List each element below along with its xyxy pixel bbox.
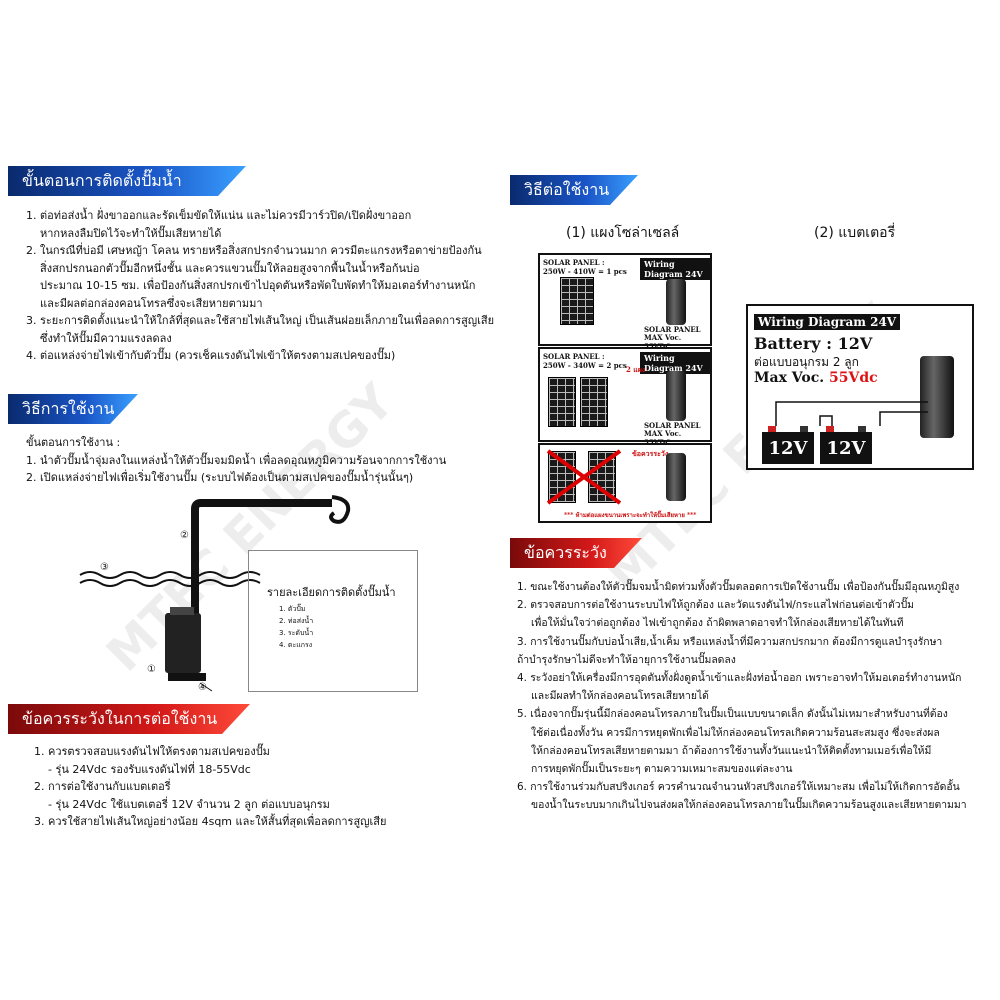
caution-list: 1. ขณะใช้งานต้องให้ตัวปั๊มจมน้ำมิดท่วมทั… bbox=[517, 578, 967, 815]
pump-image bbox=[920, 356, 954, 438]
list-item: 3. ระยะการติดตั้งแนะนำให้ใกล้ที่สุดและใช… bbox=[26, 314, 495, 327]
marker-4: ④ bbox=[198, 682, 207, 693]
solar-panel-image bbox=[548, 377, 576, 427]
solar-panel-image bbox=[588, 451, 616, 503]
list-item: 5. เนื่องจากปั๊มรุ่นนี้มีกล่องคอนโทรลภาย… bbox=[517, 708, 948, 721]
list-item: 3. ควรใช้สายไฟเส้นใหญ่อย่างน้อย 4sqm และ… bbox=[34, 815, 387, 828]
caution-heading: ข้อควรระวัง bbox=[510, 538, 642, 568]
battery-wiring-lines bbox=[775, 401, 928, 426]
connect-heading: วิธีต่อใช้งาน bbox=[510, 175, 638, 205]
list-item: 6. การใช้งานร่วมกับสปริงเกอร์ ควรคำนวณจำ… bbox=[517, 781, 960, 794]
panel-count-note: 2 แผง bbox=[626, 365, 646, 374]
usage-heading-label: วิธีการใช้งาน bbox=[22, 399, 115, 418]
marker-1: ① bbox=[147, 664, 156, 675]
list-item: 1. ต่อท่อส่งน้ำ ฝั่งขาออกและรัดเข็มขัดให… bbox=[26, 209, 412, 222]
list-item: หากหลงลืมปิดไว้จะทำให้ปั๊มเสียหายได้ bbox=[40, 226, 222, 240]
list-item: ประมาณ 10-15 ซม. เพื่อป้องกันสิ่งสกปรกเข… bbox=[40, 279, 476, 292]
pump-image bbox=[666, 371, 686, 421]
cross-mark-icon bbox=[546, 449, 622, 505]
list-item: 4. ตะแกรง bbox=[279, 641, 313, 649]
marker-3: ③ bbox=[100, 562, 109, 573]
battery-wiring-panel: Wiring Diagram 24V Battery : 12V ต่อแบบอ… bbox=[746, 304, 974, 470]
connect-caution-heading: ข้อควรระวังในการต่อใช้งาน bbox=[8, 704, 250, 734]
list-item: และมีผลทำให้กล่องคอนโทรลเสียหายได้ bbox=[531, 690, 709, 703]
install-heading-label: ขั้นตอนการติดตั้งปั๊มน้ำ bbox=[22, 171, 182, 190]
warning-footer: *** ห้ามต่อแผงขนานเพราะจะทำให้ปั๊มเสียหา… bbox=[564, 512, 697, 519]
list-item: ใช้ต่อเนื่องทั้งวัน ควรมีการหยุดพักเพื่อ… bbox=[531, 726, 940, 739]
max-voc-caption: MAX Voc. 55VDC bbox=[644, 429, 682, 447]
max-voc-value: 55Vdc bbox=[828, 370, 878, 386]
solar-spec: 250W - 340W = 2 pcs bbox=[543, 361, 627, 370]
solar-panel-caption: SOLAR PANEL bbox=[644, 421, 701, 430]
battery-image: 12V bbox=[820, 426, 872, 464]
list-item: ของน้ำในระบบมากเกินไปจนส่งผลให้กล่องคอนโ… bbox=[531, 799, 967, 812]
list-item: การหยุดพักปั๊มเป็นระยะๆ ตามความเหมาะสมขอ… bbox=[531, 763, 793, 776]
list-item: สิ่งสกปรกนอกตัวปั๊มอีกหนึ่งชั้น และควรแข… bbox=[40, 261, 420, 275]
list-item: ซึ่งทำให้ปั๊มมีความแรงลดลง bbox=[40, 331, 172, 345]
list-item: เพื่อให้มั่นใจว่าต่อถูกต้อง ไฟเข้าถูกต้อ… bbox=[531, 617, 904, 630]
caution-heading-label: ข้อควรระวัง bbox=[524, 543, 607, 562]
max-voc-label: Max Voc. bbox=[754, 370, 825, 386]
solar-wiring-panel-1: SOLAR PANEL : 250W - 410W = 1 pcs Wiring… bbox=[538, 253, 712, 351]
list-item: 2. ตรวจสอบการต่อใช้งานระบบไฟให้ถูกต้อง แ… bbox=[517, 599, 915, 612]
installation-illustration bbox=[79, 495, 351, 692]
battery-column-title: (2) แบตเตอรี่ bbox=[814, 225, 896, 241]
list-item: 1. นำตัวปั๊มน้ำจุ่มลงในแหล่งน้ำให้ตัวปั๊… bbox=[26, 453, 447, 467]
list-item: 2. เปิดแหล่งจ่ายไฟเพื่อเริ่มใช้งานปั๊ม (… bbox=[26, 471, 414, 484]
list-item: - รุ่น 24Vdc ใช้แบตเตอรี่ 12V จำนวน 2 ลู… bbox=[48, 797, 330, 811]
solar-column-title: (1) แผงโซล่าเซลล์ bbox=[566, 225, 680, 241]
legend-title: รายละเอียดการติดตั้งปั๊มน้ำ bbox=[267, 586, 396, 599]
list-item: และมีผลต่อกล่องคอนโทรลซึ่งจะเสียหายตามมา bbox=[40, 296, 263, 310]
pump-image bbox=[666, 453, 686, 501]
usage-heading: วิธีการใช้งาน bbox=[8, 394, 138, 424]
list-item: ขั้นตอนการใช้งาน : bbox=[26, 436, 121, 449]
solar-label: SOLAR PANEL : bbox=[543, 258, 605, 267]
list-item: 1. ขณะใช้งานต้องให้ตัวปั๊มจมน้ำมิดท่วมทั… bbox=[517, 581, 960, 593]
solar-panel-image bbox=[560, 277, 594, 325]
legend-items: 1. ตัวปั๊ม 2. ท่อส่งน้ำ 3. ระดับน้ำ 4. ต… bbox=[279, 603, 313, 651]
list-item: 3. ระดับน้ำ bbox=[279, 629, 314, 637]
install-steps: 1. ต่อท่อส่งน้ำ ฝั่งขาออกและรัดเข็มขัดให… bbox=[26, 207, 494, 365]
solar-label: SOLAR PANEL : bbox=[543, 352, 605, 361]
series-note: ต่อแบบอนุกรม 2 ลูก bbox=[754, 355, 859, 369]
install-heading: ขั้นตอนการติดตั้งปั๊มน้ำ bbox=[8, 166, 246, 196]
wiring-diagram-label: Wiring Diagram 24V bbox=[754, 314, 901, 330]
max-voc-caption: MAX Voc. 55VDC bbox=[644, 333, 682, 351]
marker-2: ② bbox=[180, 530, 189, 541]
wiring-diagram-label: Wiring Diagram 24V bbox=[640, 352, 710, 374]
solar-panel-image bbox=[580, 377, 608, 427]
list-item: ถ้าบำรุงรักษาไม่ดีจะทำให้อายุการใช้งานปั… bbox=[517, 653, 736, 666]
max-voc: Max Voc. 55Vdc bbox=[754, 370, 878, 386]
solar-panel-caption: SOLAR PANEL bbox=[644, 325, 701, 334]
solar-spec: 250W - 410W = 1 pcs bbox=[543, 267, 627, 276]
solar-wiring-panel-2: SOLAR PANEL : 250W - 340W = 2 pcs Wiring… bbox=[538, 347, 712, 447]
list-item: ให้กล่องคอนโทรลเสียหายตามมา ถ้าต้องการใช… bbox=[531, 744, 932, 757]
list-item: 1. ตัวปั๊ม bbox=[279, 605, 306, 613]
solar-wiring-panel-3: ข้อควรระวัง *** ห้ามต่อแผงขนานเพราะจะทำใ… bbox=[538, 443, 712, 523]
connect-caution-list: 1. ควรตรวจสอบแรงดันไฟให้ตรงตามสเปคของปั๊… bbox=[34, 743, 386, 831]
connect-caution-heading-label: ข้อควรระวังในการต่อใช้งาน bbox=[22, 709, 218, 728]
list-item: - รุ่น 24Vdc รองรับแรงดันไฟที่ 18-55Vdc bbox=[48, 762, 251, 776]
battery-spec: Battery : 12V bbox=[754, 334, 873, 353]
warning-label: ข้อควรระวัง bbox=[632, 449, 669, 458]
usage-steps: ขั้นตอนการใช้งาน : 1. นำตัวปั๊มน้ำจุ่มลง… bbox=[26, 434, 446, 487]
list-item: 1. ควรตรวจสอบแรงดันไฟให้ตรงตามสเปคของปั๊… bbox=[34, 745, 270, 758]
list-item: 4. ต่อแหล่งจ่ายไฟเข้ากับตัวปั๊ม (ควรเช็ค… bbox=[26, 349, 396, 362]
battery-image: 12V bbox=[762, 426, 814, 464]
list-item: 2. ในกรณีที่บ่อมี เศษหญ้า โคลน ทรายหรือส… bbox=[26, 244, 482, 257]
wiring-diagram-label: Wiring Diagram 24V bbox=[640, 258, 710, 280]
connect-heading-label: วิธีต่อใช้งาน bbox=[524, 180, 610, 199]
list-item: 3. การใช้งานปั๊มกับบ่อน้ำเสีย,น้ำเค็ม หร… bbox=[517, 635, 943, 648]
diagram-legend: รายละเอียดการติดตั้งปั๊มน้ำ 1. ตัวปั๊ม 2… bbox=[248, 550, 418, 692]
list-item: 2. การต่อใช้งานกับแบตเตอรี่ bbox=[34, 780, 171, 793]
pump-image bbox=[666, 279, 686, 325]
list-item: 4. ระวังอย่าให้เครื่องมีการอุดตันทั้งฝั่… bbox=[517, 672, 962, 685]
list-item: 2. ท่อส่งน้ำ bbox=[279, 617, 314, 625]
